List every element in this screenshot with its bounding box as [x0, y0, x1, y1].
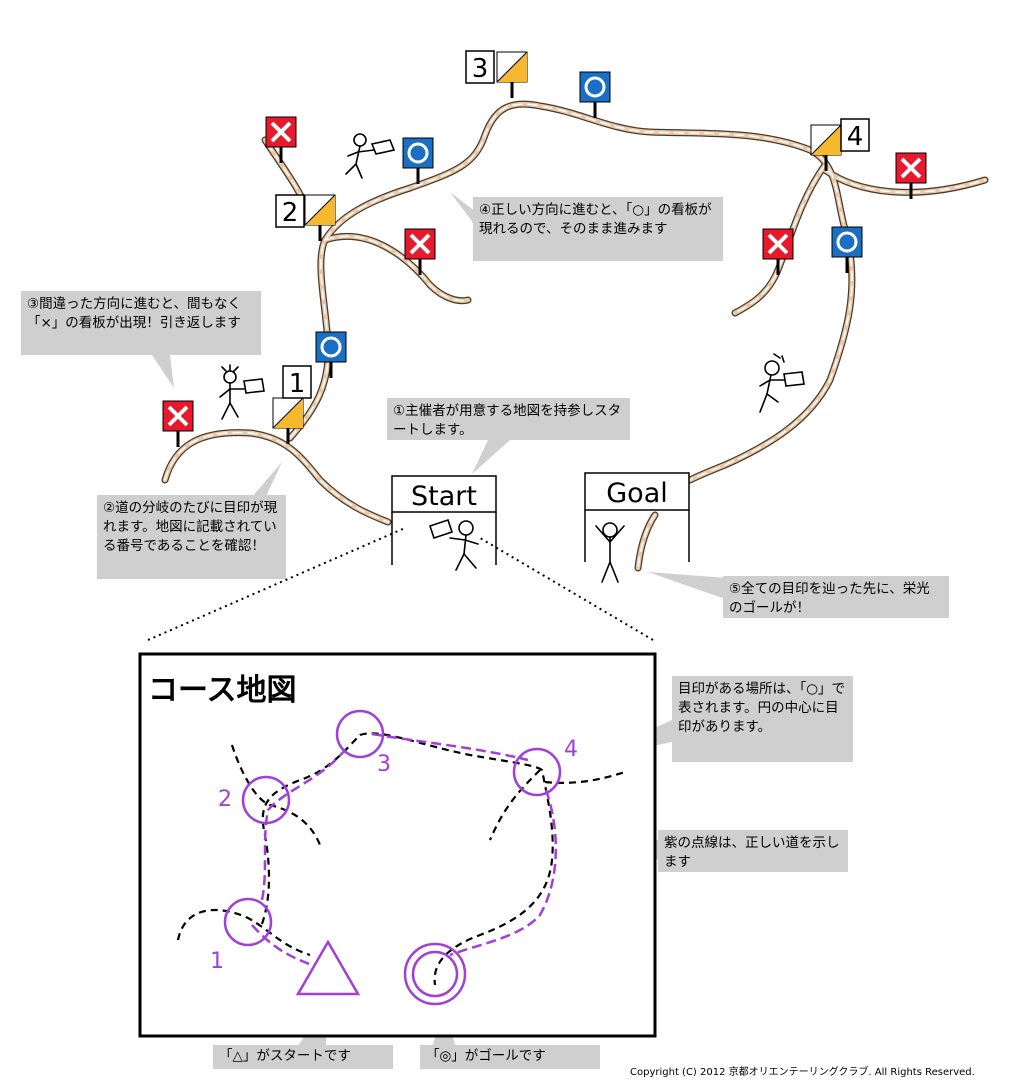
map-title: コース地図: [148, 673, 297, 708]
confused-runner-icon: [219, 364, 265, 420]
start-runner-icon: [428, 518, 479, 571]
svg-text:3: 3: [377, 752, 391, 777]
trails: [161, 100, 989, 572]
cross-sign-icon: [761, 227, 795, 277]
goal-person-icon: [595, 522, 625, 583]
cross-sign-icon: [264, 115, 298, 165]
map-goal-double-circle-icon: [403, 942, 467, 1006]
running-runner-icon: [759, 353, 805, 413]
circle-sign-icon: [314, 330, 348, 380]
callout-map-goal: 「◎」がゴールです: [420, 1045, 600, 1069]
callout-map-start: 「△」がスタートです: [213, 1045, 393, 1069]
svg-text:3: 3: [472, 54, 489, 84]
start-gate: Start: [391, 475, 497, 565]
map-route: [251, 732, 558, 967]
svg-text:4: 4: [564, 737, 578, 762]
control-number-4: 4: [840, 118, 870, 152]
control-flag-icon: [495, 50, 529, 100]
map-start-triangle-icon: [295, 939, 361, 996]
control-number-2: 2: [275, 194, 305, 228]
map-control-circle-icon: [223, 897, 273, 947]
cross-sign-icon: [161, 399, 195, 449]
callout-wrong-direction: ③間違った方向に進むと、間もなく「×」の看板が出現！引き返します: [21, 291, 261, 355]
circle-sign-icon: [401, 136, 435, 186]
map-control-circles: [223, 709, 562, 947]
map-control-circle-icon: [335, 709, 385, 759]
map-trails: [176, 732, 626, 986]
callout-goal: ⑤全ての目印を辿った先に、栄光のゴールが！: [723, 576, 949, 618]
course-map: コース地図 1 2 3 4: [138, 652, 657, 1038]
control-flag-icon: [809, 123, 843, 173]
runner-figures: [219, 133, 805, 583]
start-label: Start: [411, 481, 477, 512]
map-control-numbers: 1 2 3 4: [210, 737, 578, 974]
svg-text:2: 2: [218, 787, 232, 812]
svg-text:4: 4: [847, 122, 864, 152]
callout-right-direction: ④正しい方向に進むと、「○」の看板が現れるので、そのまま進みます: [473, 197, 723, 261]
callout-map-controls: 目印がある場所は、「○」で表されます。円の中心に目印があります。: [672, 676, 853, 762]
map-control-circle-icon: [512, 747, 562, 797]
svg-text:1: 1: [289, 369, 306, 399]
circle-sign-icon: [830, 225, 864, 275]
callout-branch-markers: ②道の分岐のたびに目印が現れます。地図に記載されている番号であることを確認！: [97, 495, 286, 579]
copyright-notice: Copyright (C) 2012 京都オリエンテーリングクラブ. All R…: [630, 1067, 975, 1078]
map-control-circle-icon: [241, 775, 291, 825]
callout-start: ①主催者が用意する地図を持参しスタートします。: [387, 398, 630, 440]
goal-label: Goal: [606, 478, 668, 509]
svg-text:1: 1: [210, 949, 224, 974]
control-number-1: 1: [282, 365, 312, 399]
callout-map-route: 紫の点線は、正しい道を示します: [658, 830, 848, 872]
control-number-3: 3: [465, 50, 495, 84]
runner-icon: [345, 133, 396, 179]
goal-gate: Goal: [584, 472, 690, 562]
svg-text:2: 2: [282, 198, 299, 228]
circle-sign-icon: [578, 70, 612, 120]
